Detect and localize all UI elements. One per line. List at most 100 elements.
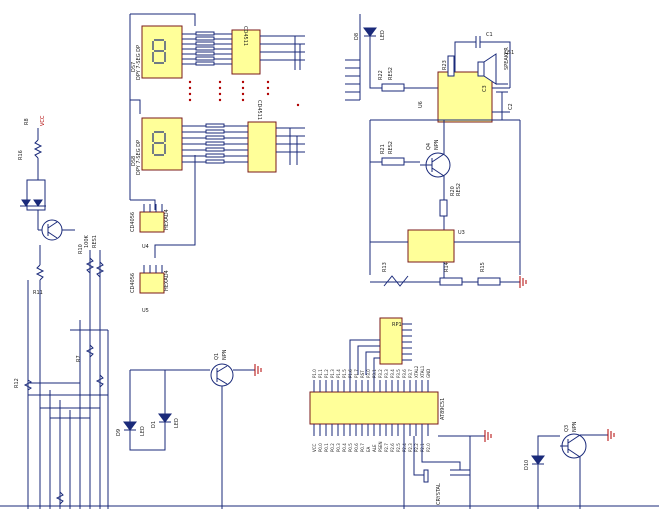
- resistor-r14: [439, 277, 463, 286]
- vcc-label-a: VCC: [40, 115, 46, 126]
- ds7-type: DPY 7-SEG DP: [136, 45, 142, 80]
- d1-value: LED: [174, 418, 180, 428]
- decoder-chip-bottom: [247, 121, 277, 173]
- seven-seg-display-bottom: [141, 117, 183, 171]
- mcu-pin-label-top: P1.6: [348, 369, 353, 378]
- mcu-pin-label-bottom: P0.4: [342, 443, 347, 452]
- r22-value: RES2: [388, 67, 394, 80]
- led-icon-left: [21, 199, 31, 207]
- speaker-icon: [477, 61, 485, 77]
- output-stage-right: D10 Q3 NPN: [524, 421, 615, 509]
- mcu-pin-label-top: P1.5: [342, 369, 347, 378]
- mcu-pin-label-top: P3.4: [390, 369, 395, 378]
- mcu-pin-label-bottom: PSEN: [378, 442, 383, 452]
- mcu-pin-label-bottom: ALE: [372, 444, 377, 452]
- r9-value: RES1: [92, 235, 98, 248]
- q3-ref: Q3: [564, 425, 570, 432]
- left-input-stage: R8 VCC R16 R11: [14, 115, 109, 509]
- chip-u3: [407, 229, 455, 263]
- q4-ref: Q4: [426, 143, 432, 150]
- r22-ref: R22: [378, 70, 384, 80]
- r20-value: RES2: [456, 183, 462, 196]
- q1-value: NPN: [222, 349, 228, 360]
- led-d8-icon: [363, 27, 377, 37]
- r21-value: RES2: [388, 141, 394, 154]
- u5-ref: U5: [142, 308, 149, 314]
- mcu-pin-label-top: P1.2: [324, 369, 329, 378]
- transistor-q1: [210, 363, 234, 387]
- resistor-r20: [439, 199, 448, 217]
- resistor-r9: [95, 261, 105, 278]
- crystal-label: CRYSTAL: [436, 483, 442, 505]
- resistor-r23: [447, 55, 455, 77]
- mcu-pin-label-bottom: EA: [366, 446, 371, 452]
- mcu-pin-label-bottom: P0.0: [318, 443, 323, 452]
- dotted-continuation: [188, 80, 300, 107]
- mcu-pin-label-top: P1.3: [330, 369, 335, 378]
- led-d10-icon: [531, 455, 545, 465]
- d9-ref: D9: [116, 429, 122, 436]
- d8-led-value: LED: [380, 30, 386, 40]
- r12-label: R12: [14, 378, 20, 388]
- mcu-pin-label-bottom: VCC: [312, 443, 317, 452]
- decoder-top-label: CD4511: [242, 26, 248, 46]
- mcu-pin-label-top: P3.0: [366, 369, 371, 378]
- led-d9-icon: [123, 421, 137, 431]
- u5-part-b: HEXAD4: [164, 270, 170, 291]
- transistor-q-left: [41, 219, 63, 241]
- ds8-type: DPY 7-SEG DP: [136, 140, 142, 175]
- r7-label: R7: [76, 355, 82, 362]
- mcu-pin-label-top: P1.1: [318, 369, 323, 378]
- seven-seg-display-top: [141, 25, 183, 79]
- regulator-u6: [437, 71, 493, 123]
- mcu-pin-label-bottom: P2.6: [390, 443, 395, 452]
- display-section: DS7 DPY 7-SEG DP DS8 DPY 7-SEG DP CD4511…: [129, 13, 305, 314]
- c1-label: C1: [486, 32, 493, 38]
- r13-ref: R13: [382, 262, 388, 272]
- mcu-pin-label-bottom: P0.2: [330, 443, 335, 452]
- mcu-bottom-pins: [313, 424, 429, 436]
- mcu-pin-label-bottom: P0.7: [360, 443, 365, 452]
- u6-ref: U6: [418, 101, 424, 108]
- mcu-pin-label-top: P3.7: [408, 369, 413, 378]
- resistor-r15: [477, 277, 501, 286]
- mcu-ref: AT89C51: [440, 398, 446, 420]
- r16-label: R16: [18, 150, 24, 160]
- mcu-top-pins: [313, 375, 429, 392]
- resistor-r13: [383, 275, 409, 287]
- u4-chip: [139, 211, 165, 233]
- q4-value: NPN: [434, 139, 440, 150]
- q3-value: NPN: [572, 421, 578, 432]
- q1-ref: Q1: [214, 353, 220, 360]
- rp-ref: RP1: [392, 322, 402, 328]
- mcu-pin-label-top: P3.6: [402, 369, 407, 378]
- mcu-pin-label-bottom: P2.3: [408, 443, 413, 452]
- d10-ref: D10: [524, 460, 530, 470]
- speaker-value: SPEAKER: [504, 47, 510, 70]
- u4-part: CD4056: [130, 212, 136, 232]
- mcu-pin-label-top: P3.3: [384, 369, 389, 378]
- resistor-r22: [381, 83, 405, 92]
- mcu-pin-label-bottom: P0.3: [336, 443, 341, 452]
- r21-ref: R21: [380, 144, 386, 154]
- mcu-pin-label-top: P1.4: [336, 369, 341, 378]
- mcu-chip: [309, 391, 439, 425]
- u4-ref: U4: [142, 244, 149, 250]
- mcu-pin-label-top: P1.0: [312, 369, 317, 378]
- mcu-pin-label-bottom: P0.1: [324, 443, 329, 452]
- u5-part: CD4056: [130, 273, 136, 293]
- decoder-chip-top: [231, 29, 261, 75]
- led-icon-right: [33, 199, 43, 207]
- d9-value: LED: [140, 426, 146, 436]
- u3-ref: U3: [458, 230, 465, 236]
- resistor-r12: [23, 379, 32, 391]
- mcu-pin-label-top: XTAL1: [420, 365, 425, 378]
- r14-ref: R14: [444, 262, 450, 272]
- c2-label: C2: [508, 103, 514, 110]
- d1-ref: D1: [151, 421, 157, 428]
- u4-part-b: HEXAD4: [164, 209, 170, 230]
